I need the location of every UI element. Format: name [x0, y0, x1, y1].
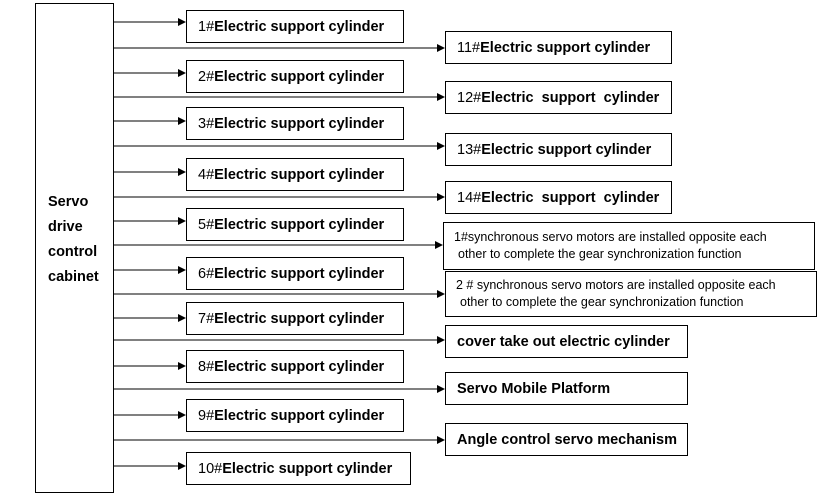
- cabinet-label: Servo drive control cabinet: [48, 194, 99, 285]
- sync-1-line-1: 1#synchronous servo motors are installed…: [454, 230, 767, 244]
- box-cylinder-3: 3#Electric support cylinder: [186, 107, 404, 140]
- box-cylinder-6: 6#Electric support cylinder: [186, 257, 404, 290]
- box-cylinder-11: 11#Electric support cylinder: [445, 31, 672, 64]
- sync-2-line-2: other to complete the gear synchronizati…: [460, 295, 744, 309]
- box-cylinder-1: 1#Electric support cylinder: [186, 10, 404, 43]
- sync-1-line-2: other to complete the gear synchronizati…: [458, 247, 742, 261]
- box-cylinder-8: 8#Electric support cylinder: [186, 350, 404, 383]
- box-cylinder-9: 9#Electric support cylinder: [186, 399, 404, 432]
- box-cylinder-12: 12#Electric support cylinder: [445, 81, 672, 114]
- box-cylinder-4: 4#Electric support cylinder: [186, 158, 404, 191]
- box-sync-motors-2: 2 # synchronous servo motors are install…: [445, 271, 817, 317]
- box-sync-motors-1: 1#synchronous servo motors are installed…: [443, 222, 815, 270]
- box-cylinder-10: 10#Electric support cylinder: [186, 452, 411, 485]
- box-cylinder-13: 13#Electric support cylinder: [445, 133, 672, 166]
- box-cylinder-7: 7#Electric support cylinder: [186, 302, 404, 335]
- box-cylinder-14: 14#Electric support cylinder: [445, 181, 672, 214]
- box-cylinder-5: 5#Electric support cylinder: [186, 208, 404, 241]
- sync-2-line-1: 2 # synchronous servo motors are install…: [456, 278, 776, 292]
- box-cover-take-out-cylinder: cover take out electric cylinder: [445, 325, 688, 358]
- box-angle-control-servo: Angle control servo mechanism: [445, 423, 688, 456]
- box-cylinder-2: 2#Electric support cylinder: [186, 60, 404, 93]
- box-servo-mobile-platform: Servo Mobile Platform: [445, 372, 688, 405]
- servo-drive-control-cabinet: Servo drive control cabinet: [35, 3, 114, 493]
